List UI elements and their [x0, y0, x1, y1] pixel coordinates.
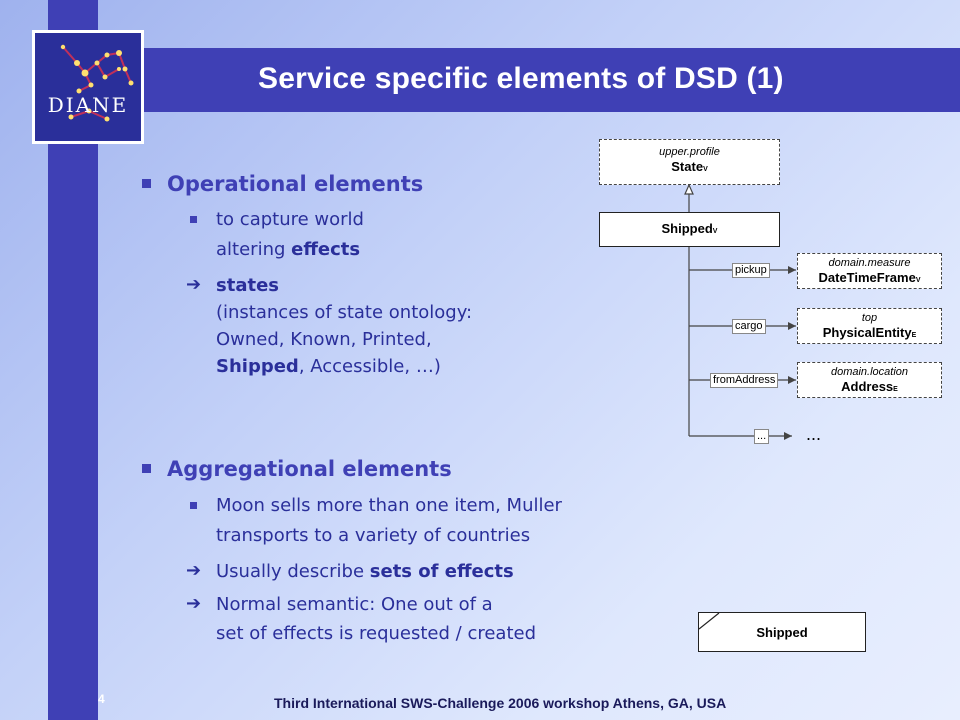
class-name: DateTimeFrameV: [818, 270, 921, 285]
stereotype-label: upper.profile: [659, 146, 720, 158]
edge-label-ellipsis: ...: [754, 429, 770, 444]
states-label: states: [216, 275, 279, 296]
text-line: altering effects: [216, 239, 361, 260]
logo-text: DIANE: [47, 93, 129, 117]
uml-datetimeframe-box: domain.measure DateTimeFrameV: [797, 253, 942, 289]
square-bullet-icon: [190, 502, 197, 509]
bullet-aggregational-elements: Aggregational elements: [142, 457, 452, 481]
stereotype-label: domain.location: [830, 366, 909, 378]
class-name: AddressE: [841, 379, 898, 394]
class-name: PhysicalEntityE: [822, 325, 917, 340]
uml-address-box: domain.location AddressE: [797, 362, 942, 398]
stereotype-label: domain.measure: [828, 257, 911, 269]
title-bar: [48, 48, 960, 112]
text-line: Normal semantic: One out of a: [216, 594, 493, 615]
edge-label-fromaddress: fromAddress: [710, 373, 779, 388]
bullet-operational-elements: Operational elements: [142, 172, 423, 196]
arrow-right-icon: ➔: [186, 274, 202, 295]
text-line: Moon sells more than one item, Muller: [216, 495, 562, 516]
footer-text: Third International SWS-Challenge 2006 w…: [274, 695, 727, 711]
corner-fold-icon: [699, 613, 720, 630]
text-line: transports to a variety of countries: [216, 525, 531, 546]
text-line: to capture world: [216, 209, 364, 230]
arrow-right-icon: ➔: [186, 593, 202, 614]
arrow-right-icon: ➔: [186, 560, 202, 581]
diane-logo: DIANE: [32, 30, 144, 144]
text-line: Owned, Known, Printed,: [216, 329, 432, 350]
diagram-ellipsis: ...: [806, 424, 822, 444]
slide-title: Service specific elements of DSD (1): [258, 62, 784, 95]
constellation-icon: [60, 44, 134, 122]
uml-shipped-state-box: Shipped: [698, 612, 866, 652]
uml-shipped-box: ShippedV: [599, 212, 780, 247]
page-number: 4: [98, 692, 105, 706]
text-line: Usually describe sets of effects: [216, 561, 514, 582]
class-name: Shipped: [756, 625, 808, 640]
heading-text: Aggregational elements: [167, 457, 452, 481]
class-name: ShippedV: [661, 221, 718, 236]
square-bullet-icon: [142, 178, 151, 188]
text-line: Shipped, Accessible, …): [216, 356, 441, 377]
text-line: (instances of state ontology:: [216, 302, 473, 323]
edge-label-cargo: cargo: [732, 319, 766, 334]
stereotype-label: top: [861, 312, 878, 324]
edge-label-pickup: pickup: [732, 263, 770, 278]
text-line: set of effects is requested / created: [216, 623, 537, 644]
class-name: StateV: [671, 159, 708, 174]
square-bullet-icon: [142, 463, 151, 473]
uml-physicalentity-box: top PhysicalEntityE: [797, 308, 942, 344]
uml-state-box: upper.profile StateV: [599, 139, 780, 185]
heading-text: Operational elements: [167, 172, 424, 196]
square-bullet-icon: [190, 216, 197, 223]
